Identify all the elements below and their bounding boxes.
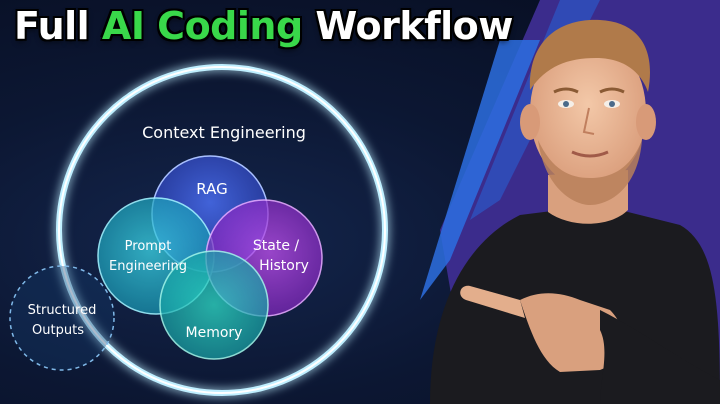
rag-label: RAG [196, 180, 227, 198]
prompt-label-line2: Engineering [109, 259, 187, 274]
presenter-hand [520, 293, 624, 372]
video-title: Full AI Coding Workflow [14, 4, 513, 48]
state-label-line2: History [259, 258, 309, 274]
presenter-photo [430, 19, 720, 404]
structured-outputs-label-line1: Structured [28, 303, 97, 318]
title-part2: Workflow [315, 4, 513, 48]
prompt-label-line1: Prompt [125, 239, 172, 254]
state-label-line1: State / [253, 238, 300, 254]
memory-circle [159, 250, 269, 360]
pointing-finger [460, 285, 525, 318]
memory-label: Memory [186, 325, 243, 341]
context-engineering-ring-core [58, 66, 386, 394]
structured-outputs-label-line2: Outputs [32, 323, 84, 338]
context-engineering-label: Context Engineering [142, 123, 306, 142]
title-accent: AI Coding [101, 4, 303, 48]
title-part1: Full [14, 4, 90, 48]
structured-outputs-circle [9, 265, 115, 371]
